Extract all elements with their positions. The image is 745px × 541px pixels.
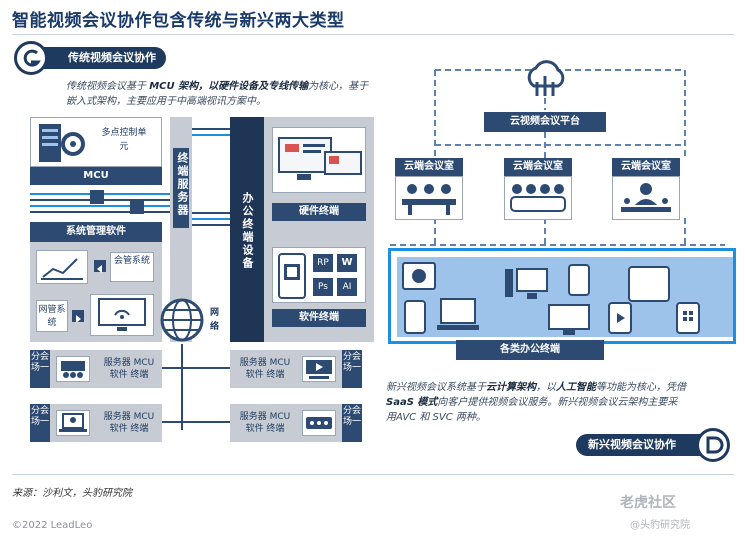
- cloud-icon: [520, 56, 570, 100]
- phone-icon: [404, 300, 426, 334]
- office-terminals-label: 各类办公终端: [456, 340, 604, 360]
- server-mcu-label: 服务器 MCU: [103, 412, 155, 422]
- network-label: 网络: [210, 308, 220, 332]
- source-note: 来源：沙利文，头豹研究院: [12, 488, 132, 499]
- branch-label: 分会场一: [342, 350, 362, 388]
- cloud-room-3: 云端会议室: [612, 158, 680, 220]
- mcu-card: 多点控制单元: [30, 117, 162, 167]
- cloud-room-2: 云端会议室: [504, 158, 572, 220]
- office-terminal-label: 办公终端设备: [241, 192, 254, 270]
- arrow-left-icon: [94, 260, 106, 273]
- phone-qr-icon: [278, 253, 306, 299]
- monitor-icon: [548, 304, 590, 335]
- laptop-user-icon: [56, 410, 90, 436]
- video-phone-icon: [608, 302, 632, 334]
- software-terminal-label: 软件终端: [272, 309, 366, 327]
- mcu-connectors: [30, 186, 170, 216]
- software-terminal-pair: 软件 终端: [109, 424, 149, 434]
- office-terminal-column: 办公终端设备: [230, 117, 264, 342]
- terminal-panel: 硬件终端 RP W Ps AI 软件终端: [264, 117, 374, 342]
- network-system-label: 网管系统: [36, 300, 68, 332]
- brand-watermark: 老虎社区: [620, 495, 676, 511]
- mgmt-software-label: 系统管理软件: [30, 222, 162, 242]
- emerging-badge-label: 新兴视频会议协作: [588, 438, 676, 451]
- software-terminal-pair: 软件 终端: [245, 424, 285, 434]
- branch-left-2: 分会场一 服务器 MCU 软件 终端: [30, 404, 162, 442]
- terminal-server-label-bg: 终端服务器: [173, 148, 189, 228]
- branch-label: 分会场一: [30, 350, 50, 388]
- traditional-badge: 传统视频会议协作: [30, 47, 166, 69]
- large-tablet-icon: [628, 266, 670, 302]
- brand-sub: @头豹研究院: [630, 520, 690, 531]
- cloud-platform-label: 云视频会议平台: [484, 112, 606, 132]
- meeting-table-icon: [395, 176, 463, 220]
- traditional-badge-label: 传统视频会议协作: [68, 51, 156, 64]
- software-terminal-pair: 软件 终端: [109, 370, 149, 380]
- presenter-icon: [612, 176, 680, 220]
- server-office-connectors: [192, 125, 230, 235]
- app-w-icon: W: [337, 254, 357, 272]
- title-divider: [12, 34, 734, 35]
- monitor-wifi-icon: [90, 294, 154, 336]
- traditional-description: 传统视频会议基于 MCU 架构，以硬件设备及专线传输为核心，基于嵌入式架构，主要…: [66, 81, 369, 107]
- app-ps-icon: Ps: [313, 278, 333, 296]
- software-terminal-pair: 软件 终端: [245, 370, 285, 380]
- device-area: [388, 248, 736, 344]
- software-terminal-icons: RP W Ps AI: [272, 247, 366, 303]
- emerging-badge: 新兴视频会议协作: [576, 434, 714, 456]
- hardware-terminal-label: 硬件终端: [272, 203, 366, 221]
- tablet-currency-icon: [402, 262, 436, 290]
- smartphone-icon: [568, 264, 590, 296]
- audience-icon: [504, 176, 572, 220]
- mcu-label: MCU: [30, 167, 162, 185]
- server-mcu-label: 服务器 MCU: [239, 412, 291, 422]
- copyright: ©2022 LeadLeo: [12, 520, 93, 531]
- server-mcu-label: 服务器 MCU: [103, 358, 155, 368]
- meeting-room-icon: [56, 356, 90, 382]
- branch-right-1: 服务器 MCU 软件 终端 分会场一: [230, 350, 362, 388]
- traditional-logo-icon: [14, 41, 48, 75]
- network-globe-icon: [158, 296, 206, 344]
- windows-phone-icon: [676, 302, 700, 334]
- chart-monitor-icon: [36, 250, 88, 284]
- branch-right-2: 服务器 MCU 软件 终端 分会场一: [230, 404, 362, 442]
- cloud-room-label: 云端会议室: [504, 158, 572, 176]
- terminal-server-label: 终端服务器: [176, 152, 189, 217]
- laptop-icon: [437, 298, 479, 330]
- server-icon: [39, 124, 85, 162]
- arrow-right-icon: [72, 310, 84, 323]
- video-screen-icon: [302, 356, 336, 382]
- hardware-terminal-icon: [272, 127, 366, 193]
- conference-device-icon: [302, 410, 336, 436]
- emerging-description: 新兴视频会议系统基于云计算架构，以人工智能等功能为核心，凭借 SaaS 模式向客…: [386, 382, 686, 423]
- desktop-computer-icon: [505, 268, 548, 299]
- app-rp-icon: RP: [313, 254, 333, 272]
- cloud-room-label: 云端会议室: [612, 158, 680, 176]
- meeting-system-label: 会管系统: [110, 252, 154, 282]
- server-mcu-label: 服务器 MCU: [239, 358, 291, 368]
- branch-label: 分会场一: [30, 404, 50, 442]
- branch-label: 分会场一: [342, 404, 362, 442]
- app-ai-icon: AI: [337, 278, 357, 296]
- mcu-unit-label: 多点控制单元: [101, 128, 147, 152]
- emerging-logo-icon: [696, 428, 730, 462]
- cloud-room-1: 云端会议室: [395, 158, 463, 220]
- cloud-room-label: 云端会议室: [395, 158, 463, 176]
- mgmt-software-panel: 会管系统 网管系统: [30, 242, 162, 342]
- page-title: 智能视频会议协作包含传统与新兴两大类型: [12, 11, 345, 31]
- footer-divider: [12, 474, 734, 475]
- branch-left-1: 分会场一 服务器 MCU 软件 终端: [30, 350, 162, 388]
